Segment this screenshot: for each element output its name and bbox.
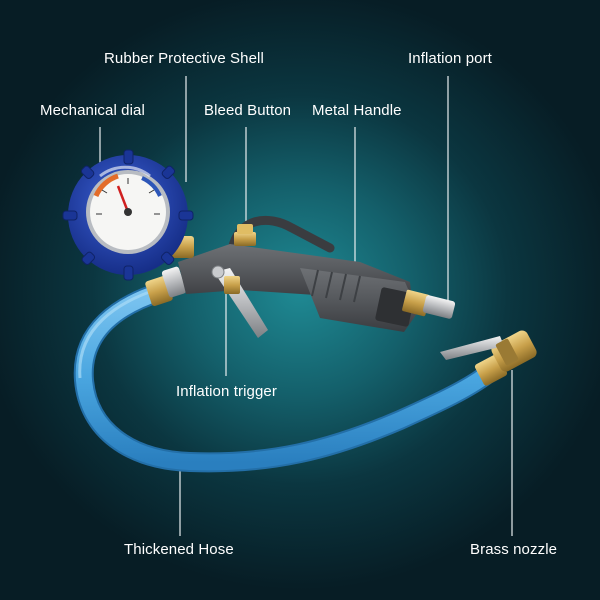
label-inflation-port: Inflation port xyxy=(408,50,492,67)
callout-lines xyxy=(99,76,513,536)
inflation-trigger xyxy=(211,265,268,338)
label-brass-nozzle: Brass nozzle xyxy=(470,541,558,558)
hose-fitting-gun xyxy=(145,266,187,306)
brass-nozzle xyxy=(440,330,537,386)
bleed-button xyxy=(234,224,256,246)
metal-handle xyxy=(170,215,418,332)
label-mechanical-dial: Mechanical dial xyxy=(40,102,145,119)
label-thickened-hose: Thickened Hose xyxy=(124,541,234,558)
label-rubber-protective-shell: Rubber Protective Shell xyxy=(104,50,264,67)
label-inflation-trigger: Inflation trigger xyxy=(176,383,277,400)
mechanical-dial xyxy=(62,149,194,281)
thickened-hose xyxy=(73,282,500,473)
label-bleed-button: Bleed Button xyxy=(204,102,292,119)
inflation-port xyxy=(402,289,456,319)
label-metal-handle: Metal Handle xyxy=(312,102,402,119)
